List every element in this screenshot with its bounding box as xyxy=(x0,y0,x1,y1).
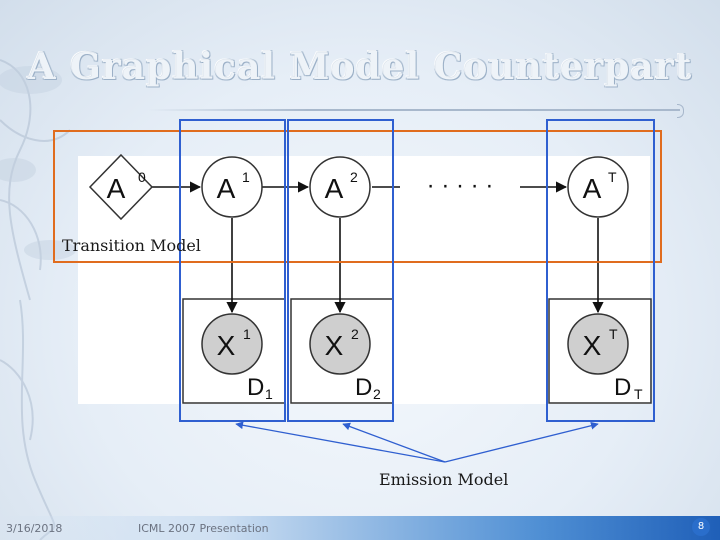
emission-model-label: Emission Model xyxy=(379,470,509,489)
title-underline xyxy=(148,109,680,111)
plate-label: D xyxy=(614,374,631,401)
ellipsis: · · · · · xyxy=(427,172,494,199)
observation-node-sup: 1 xyxy=(243,326,251,342)
plate-label-sub: 1 xyxy=(265,386,273,402)
emission-pointer-t xyxy=(444,421,599,463)
action-node-sup: 1 xyxy=(242,169,250,185)
action-node-label: A xyxy=(217,173,236,204)
footer-presentation-name: ICML 2007 Presentation xyxy=(138,522,269,535)
observation-node-x2 xyxy=(309,313,371,375)
emission-pointer-1 xyxy=(235,421,446,463)
footer-date: 3/16/2018 xyxy=(6,522,63,535)
action-node-at xyxy=(567,156,629,218)
action-node-label: A xyxy=(583,173,602,204)
start-node-sup: 0 xyxy=(138,169,146,185)
start-node-label: A xyxy=(107,173,126,204)
plate-label: D xyxy=(247,374,264,401)
observation-node-label: X xyxy=(325,330,344,361)
action-node-sup: T xyxy=(608,169,617,185)
emission-pointer-2 xyxy=(342,422,446,463)
action-node-label: A xyxy=(325,173,344,204)
emission-box-2 xyxy=(287,119,394,422)
observation-node-x1 xyxy=(201,313,263,375)
emission-box-t xyxy=(546,119,655,422)
plate-label-sub: 2 xyxy=(373,386,381,402)
action-node-sup: 2 xyxy=(350,169,358,185)
observation-node-sup: T xyxy=(609,326,618,342)
emission-box-1 xyxy=(179,119,286,422)
transition-model-label: Transition Model xyxy=(62,236,201,255)
action-node-a2 xyxy=(309,156,371,218)
observation-node-label: X xyxy=(217,330,236,361)
footer-bar xyxy=(0,516,720,540)
start-node-a0 xyxy=(88,153,154,221)
plate-label-sub: T xyxy=(634,386,643,402)
observation-node-label: X xyxy=(583,330,602,361)
plate-dt xyxy=(548,298,652,404)
action-node-a1 xyxy=(201,156,263,218)
transition-model-box xyxy=(53,130,662,263)
footer-page-number: 8 xyxy=(692,518,710,536)
observation-node-xt xyxy=(567,313,629,375)
observation-node-sup: 2 xyxy=(351,326,359,342)
slide-title: A Graphical Model Counterpart xyxy=(27,46,693,88)
plate-label: D xyxy=(355,374,372,401)
